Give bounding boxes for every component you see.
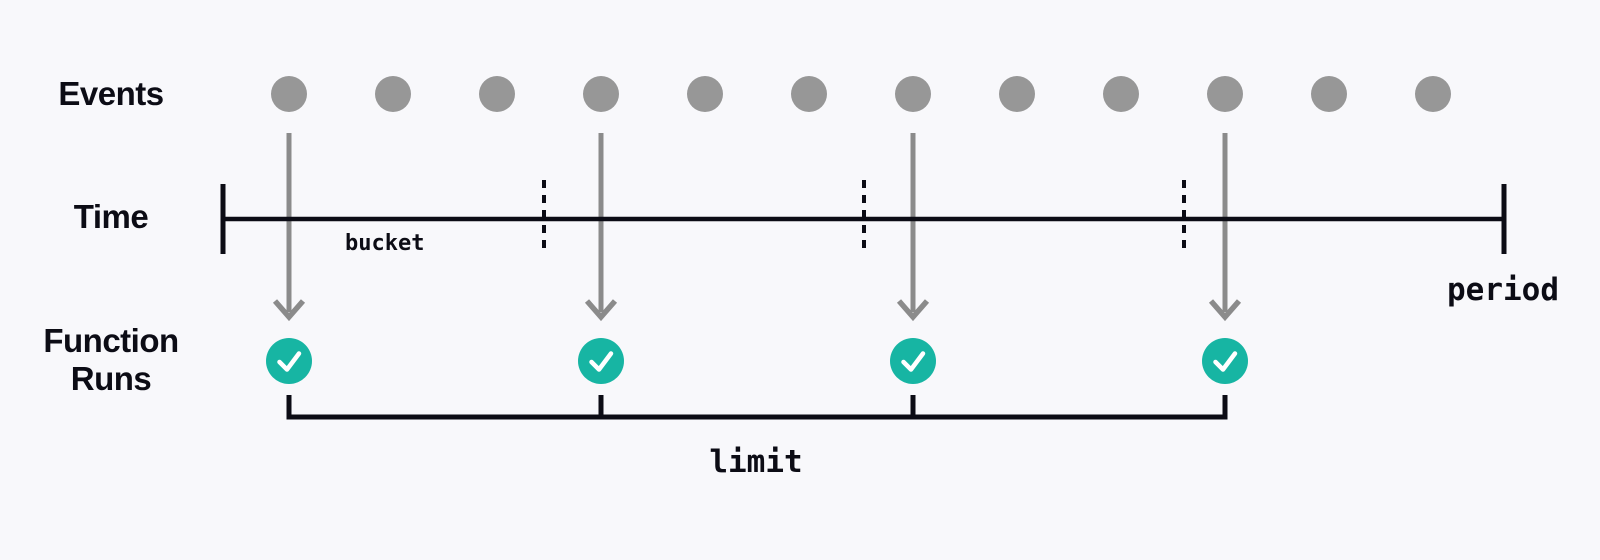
event-dot (1311, 76, 1347, 112)
function-run-badge (578, 338, 624, 384)
function-run-badge (266, 338, 312, 384)
event-dot (999, 76, 1035, 112)
arrow-head-icon (584, 299, 618, 322)
event-dot (1103, 76, 1139, 112)
event-dot (1207, 76, 1243, 112)
function-run-badge (890, 338, 936, 384)
arrow-head-icon (272, 299, 306, 322)
event-dot (583, 76, 619, 112)
event-dot (271, 76, 307, 112)
event-dot (687, 76, 723, 112)
event-dot (791, 76, 827, 112)
function-runs-row-label: Function Runs (43, 322, 179, 397)
time-row-label: Time (73, 198, 149, 235)
event-dot (479, 76, 515, 112)
arrow-head-icon (896, 299, 930, 322)
check-icon (901, 351, 926, 372)
event-dot (375, 76, 411, 112)
check-icon (589, 351, 614, 372)
function-run-badge (1202, 338, 1248, 384)
period-annotation: period (1447, 272, 1559, 308)
bucket-annotation: bucket (345, 231, 425, 256)
limit-annotation: limit (709, 444, 803, 480)
event-dot (895, 76, 931, 112)
events-row-label: Events (58, 75, 164, 112)
event-dot (1415, 76, 1451, 112)
check-icon (277, 351, 302, 372)
check-icon (1213, 351, 1238, 372)
arrow-head-icon (1208, 299, 1242, 322)
